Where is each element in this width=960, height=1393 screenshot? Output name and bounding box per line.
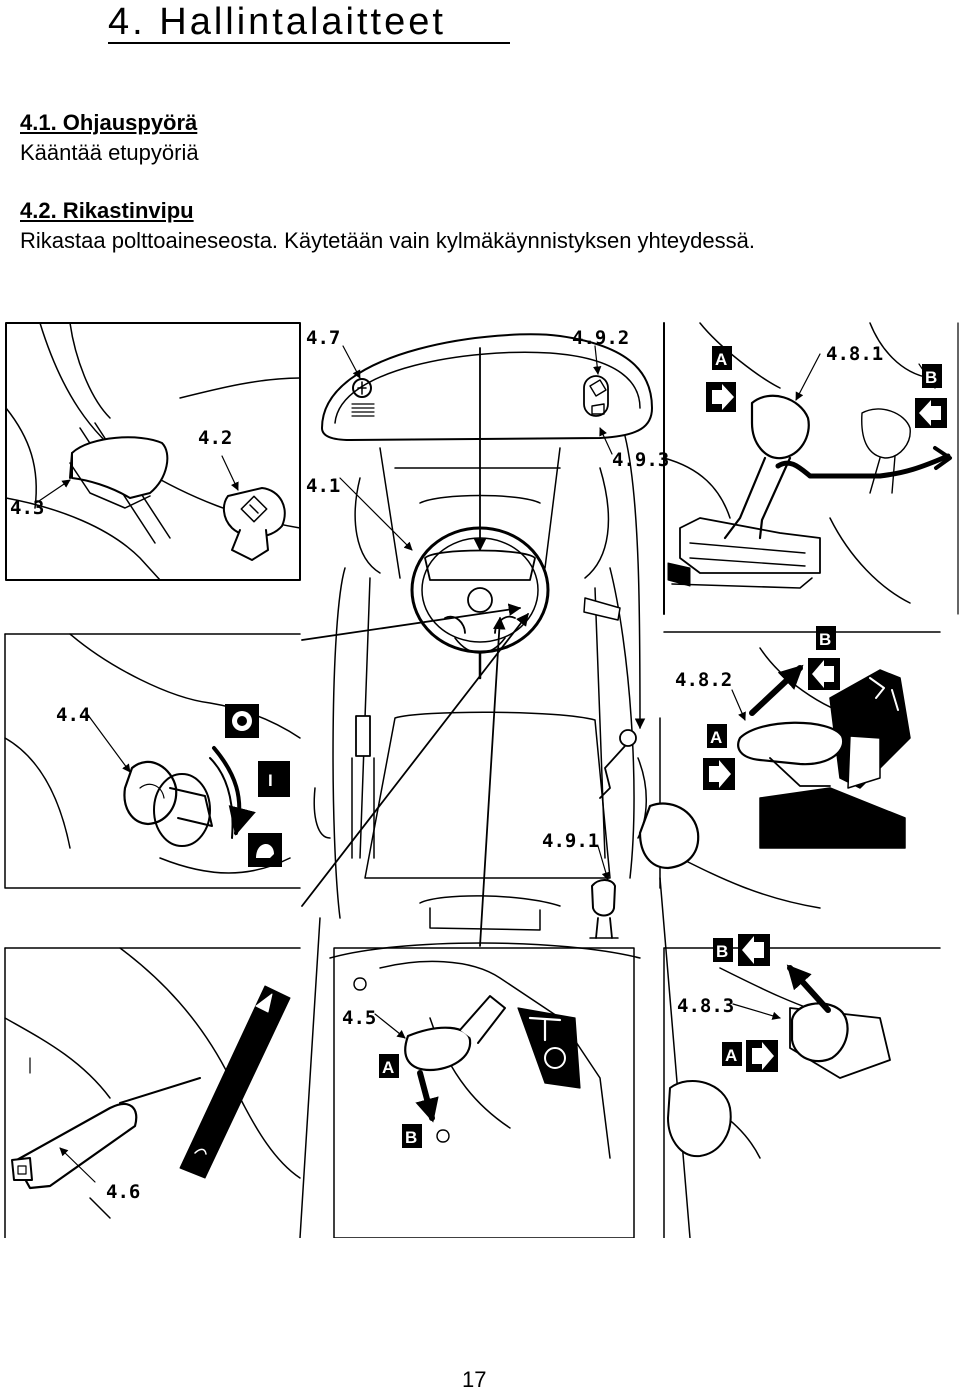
section-4-2-heading: 4.2. Rikastinvipu xyxy=(20,198,194,224)
inset-transmission xyxy=(4,947,301,1238)
section-4-1-heading-text: 4.1. Ohjauspyörä xyxy=(20,110,198,135)
tag-a-mid: A xyxy=(703,724,735,790)
tag-a-bottom-mid: A xyxy=(379,1054,399,1078)
svg-text:A: A xyxy=(715,350,727,369)
svg-text:B: B xyxy=(716,942,728,961)
ignition-start-symbol xyxy=(248,833,282,867)
callout-4-8-3: 4.8.3 xyxy=(677,995,734,1017)
svg-text:B: B xyxy=(819,630,831,649)
callout-4-6: 4.6 xyxy=(106,1181,140,1203)
inset-top-right xyxy=(663,322,959,615)
ignition-key-right xyxy=(638,802,700,870)
svg-text:B: B xyxy=(925,368,937,387)
dashboard-panel xyxy=(321,333,653,441)
callout-4-4: 4.4 xyxy=(56,704,90,726)
callout-4-5: 4.5 xyxy=(342,1007,376,1029)
inset-top-left xyxy=(5,322,301,581)
callout-4-9-3: 4.9.3 xyxy=(612,449,669,471)
inset-parking-brake xyxy=(333,947,635,1238)
page-number: 17 xyxy=(462,1367,487,1392)
inset-height-knob xyxy=(663,947,941,1238)
section-4-2-heading-text: 4.2. Rikastinvipu xyxy=(20,198,194,223)
tag-b-top: B xyxy=(915,364,947,428)
tractor-body xyxy=(299,447,691,1238)
inset-cutting-height xyxy=(659,631,941,909)
chapter-title: 4. Hallintalaitteet xyxy=(108,2,510,44)
callout-4-9-1: 4.9.1 xyxy=(542,830,599,852)
tag-group: A B B A I xyxy=(225,346,947,1148)
callout-4-1: 4.1 xyxy=(306,475,340,497)
svg-text:I: I xyxy=(268,771,273,790)
section-4-2-body: Rikastaa polttoaineseosta. Käytetään vai… xyxy=(20,228,755,253)
callout-4-8-1: 4.8.1 xyxy=(826,343,883,365)
ignition-on-symbol: I xyxy=(258,761,290,797)
callout-4-2: 4.2 xyxy=(198,427,232,449)
tag-b-bottom-right: B xyxy=(713,934,770,966)
section-4-1-heading: 4.1. Ohjauspyörä xyxy=(20,110,197,136)
svg-text:A: A xyxy=(725,1046,737,1065)
tag-a-bottom-right: A xyxy=(722,1040,778,1072)
callout-4-3: 4.3 xyxy=(10,497,44,519)
tag-b-mid: B xyxy=(808,626,840,690)
svg-text:A: A xyxy=(710,728,722,747)
callout-4-8-2: 4.8.2 xyxy=(675,669,732,691)
callout-4-9-2: 4.9.2 xyxy=(572,327,629,349)
tag-b-bottom-mid: B xyxy=(402,1124,422,1148)
ignition-off-symbol xyxy=(225,704,259,738)
callout-labels: 4.3 4.2 4.1 4.7 4.9.2 4.9.3 4.8.1 4.8.2 … xyxy=(10,327,883,1203)
section-4-1-body: Kääntää etupyöriä xyxy=(20,140,199,165)
svg-text:A: A xyxy=(382,1058,394,1077)
inset-ignition xyxy=(4,633,301,889)
tag-a-top: A xyxy=(706,346,736,412)
controls-illustration: A B B A I xyxy=(4,322,959,1238)
svg-text:B: B xyxy=(405,1128,417,1147)
callout-4-7: 4.7 xyxy=(306,327,340,349)
